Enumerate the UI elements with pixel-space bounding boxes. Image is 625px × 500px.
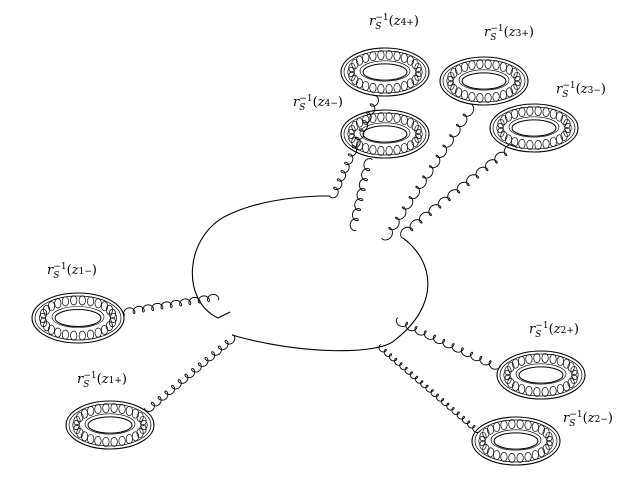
label-z4-minus: rS−1(z4−) [293,93,343,113]
label-z4-plus: rS−1(z4+) [369,12,419,32]
gluon-z3-plus [381,103,475,241]
torus-z2-plus [496,350,586,400]
gluon-z3-minus [400,144,517,239]
gluon-z2-plus [395,317,501,370]
label-z1-plus: rS−1(z1+) [77,370,127,390]
gluon-z1-plus [144,334,236,412]
gluon-z4-plus [329,95,379,199]
torus-z3-plus [439,56,529,106]
torus-z3-minus [489,103,579,153]
torus-z4-minus [340,109,430,159]
label-z1-minus: rS−1(z1−) [47,261,97,281]
label-z3-minus: rS−1(z3−) [556,80,606,100]
torus-z1-minus [31,292,125,344]
label-z2-minus: rS−1(z2−) [563,409,613,429]
central-surface [191,195,429,352]
torus-z2-minus [471,416,561,466]
gluon-z1-minus [123,293,220,316]
label-z2-plus: rS−1(z2+) [529,320,579,340]
gluon-z4-minus [349,158,373,232]
label-z3-plus: rS−1(z3+) [484,23,534,43]
torus-z1-plus [65,400,155,450]
gluon-z2-minus [378,344,481,433]
torus-z4-plus [340,47,430,97]
